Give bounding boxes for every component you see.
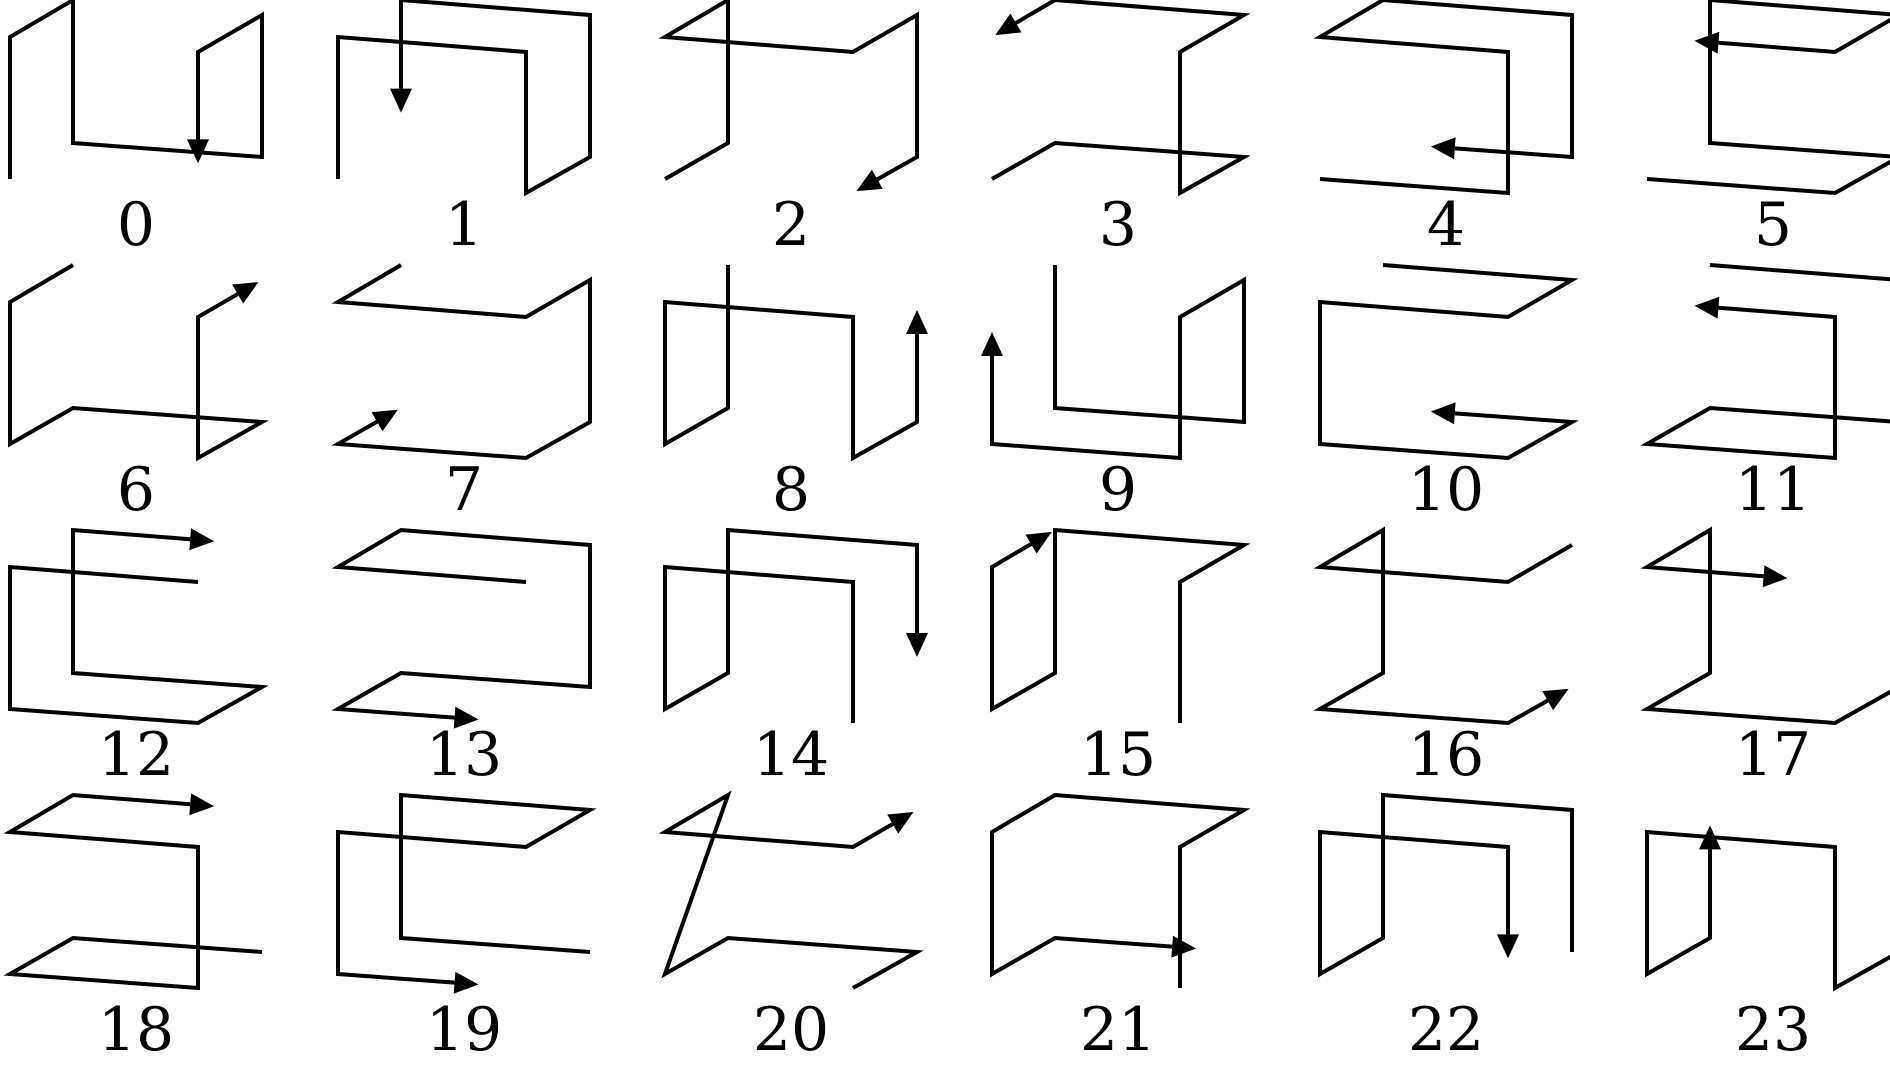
cube-path-line — [331, 527, 592, 720]
cube-path-line — [331, 263, 592, 461]
cube-path-19: 19 — [336, 792, 597, 1065]
cube-path-2: 2 — [658, 0, 919, 260]
cube-path-16: 16 — [1313, 526, 1574, 790]
cell-label: 15 — [1080, 720, 1156, 790]
arrow-head-icon — [887, 812, 914, 834]
arrow-head-icon — [390, 88, 412, 113]
cube-path-line — [1645, 829, 1890, 992]
cube-path-11: 11 — [1640, 263, 1890, 525]
arrow-head-icon — [1430, 402, 1456, 425]
arrow-head-icon — [1542, 688, 1569, 711]
arrow-head-icon — [371, 409, 398, 432]
cell-label: 12 — [98, 720, 174, 790]
arrow-head-icon — [453, 971, 479, 994]
cube-path-22: 22 — [1318, 792, 1574, 1065]
cube-path-17: 17 — [1640, 526, 1890, 790]
cell-label: 18 — [98, 995, 174, 1065]
cell-label: 3 — [1099, 190, 1137, 260]
cell-label: 14 — [753, 720, 829, 790]
arrow-head-icon — [906, 309, 928, 334]
cell-label: 11 — [1735, 455, 1811, 525]
cell-label: 5 — [1754, 190, 1792, 260]
arrow-head-icon — [1430, 137, 1456, 160]
arrow-head-icon — [906, 633, 928, 658]
cube-path-line — [336, 792, 597, 985]
cell-label: 8 — [772, 455, 810, 525]
arrow-head-icon — [1762, 565, 1788, 588]
cube-path-line — [1640, 263, 1890, 461]
arrow-head-icon — [856, 169, 883, 192]
cell-label: 6 — [117, 455, 155, 525]
cube-path-line — [1318, 792, 1574, 978]
arrow-head-icon — [1171, 935, 1197, 958]
cube-path-line — [658, 0, 919, 182]
cell-label: 4 — [1427, 190, 1465, 260]
arrow-head-icon — [232, 282, 259, 304]
cube-path-line — [1313, 0, 1574, 196]
arrow-head-icon — [189, 793, 215, 816]
cube-path-line — [658, 790, 924, 990]
cube-path-23: 23 — [1645, 825, 1890, 1065]
cube-path-12: 12 — [8, 527, 269, 790]
cell-label: 2 — [772, 190, 810, 260]
cube-path-15: 15 — [990, 527, 1251, 790]
cube-path-line — [1313, 526, 1574, 726]
cube-path-line — [990, 792, 1251, 988]
arrow-head-icon — [1025, 531, 1052, 554]
cube-path-line — [3, 792, 263, 991]
cube-path-line — [1318, 263, 1579, 461]
cell-label: 7 — [445, 455, 483, 525]
cell-label: 0 — [117, 190, 155, 260]
cell-label: 21 — [1080, 995, 1156, 1065]
cube-path-6: 6 — [8, 263, 269, 525]
arrow-head-icon — [1694, 31, 1720, 54]
cube-path-8: 8 — [663, 265, 928, 525]
cube-path-21: 21 — [990, 792, 1251, 1065]
cube-path-13: 13 — [331, 527, 592, 790]
cell-label: 9 — [1099, 455, 1137, 525]
cell-label: 20 — [753, 995, 829, 1065]
cube-path-18: 18 — [3, 792, 263, 1065]
cube-path-7: 7 — [331, 263, 592, 525]
cube-path-line — [663, 527, 919, 723]
cell-label: 22 — [1408, 995, 1484, 1065]
arrow-head-icon — [981, 331, 1003, 356]
cube-path-4: 4 — [1313, 0, 1574, 260]
cell-label: 17 — [1735, 720, 1811, 790]
arrow-head-icon — [189, 528, 215, 551]
cell-label: 13 — [426, 720, 502, 790]
cube-path-line — [991, 0, 1251, 197]
cube-path-14: 14 — [663, 527, 928, 790]
cell-label: 16 — [1408, 720, 1484, 790]
arrow-head-icon — [187, 139, 209, 164]
cube-path-9: 9 — [981, 265, 1246, 525]
cell-label: 10 — [1408, 455, 1484, 525]
arrow-head-icon — [995, 13, 1022, 36]
cell-label: 23 — [1735, 995, 1811, 1065]
cube-path-line — [8, 527, 269, 726]
cube-path-line — [990, 265, 1246, 461]
cube-path-line — [1646, 0, 1890, 196]
arrow-head-icon — [1694, 296, 1720, 319]
cube-path-line — [990, 527, 1251, 723]
cube-path-0: 0 — [8, 0, 264, 260]
cube-path-line — [663, 265, 919, 462]
cube-path-5: 5 — [1646, 0, 1890, 260]
cube-path-1: 1 — [336, 0, 592, 260]
cube-path-line — [8, 263, 269, 462]
cell-label: 19 — [426, 995, 502, 1065]
cell-label: 1 — [445, 190, 483, 260]
arrow-head-icon — [1497, 934, 1519, 959]
cube-path-line — [8, 0, 264, 179]
cube-path-line — [336, 0, 592, 197]
cube-path-20: 20 — [658, 790, 924, 1065]
cube-path-line — [1640, 526, 1890, 726]
cube-path-3: 3 — [991, 0, 1251, 260]
cube-path-10: 10 — [1318, 263, 1579, 525]
arrow-head-icon — [1699, 825, 1721, 850]
arrow-head-icon — [453, 706, 479, 729]
